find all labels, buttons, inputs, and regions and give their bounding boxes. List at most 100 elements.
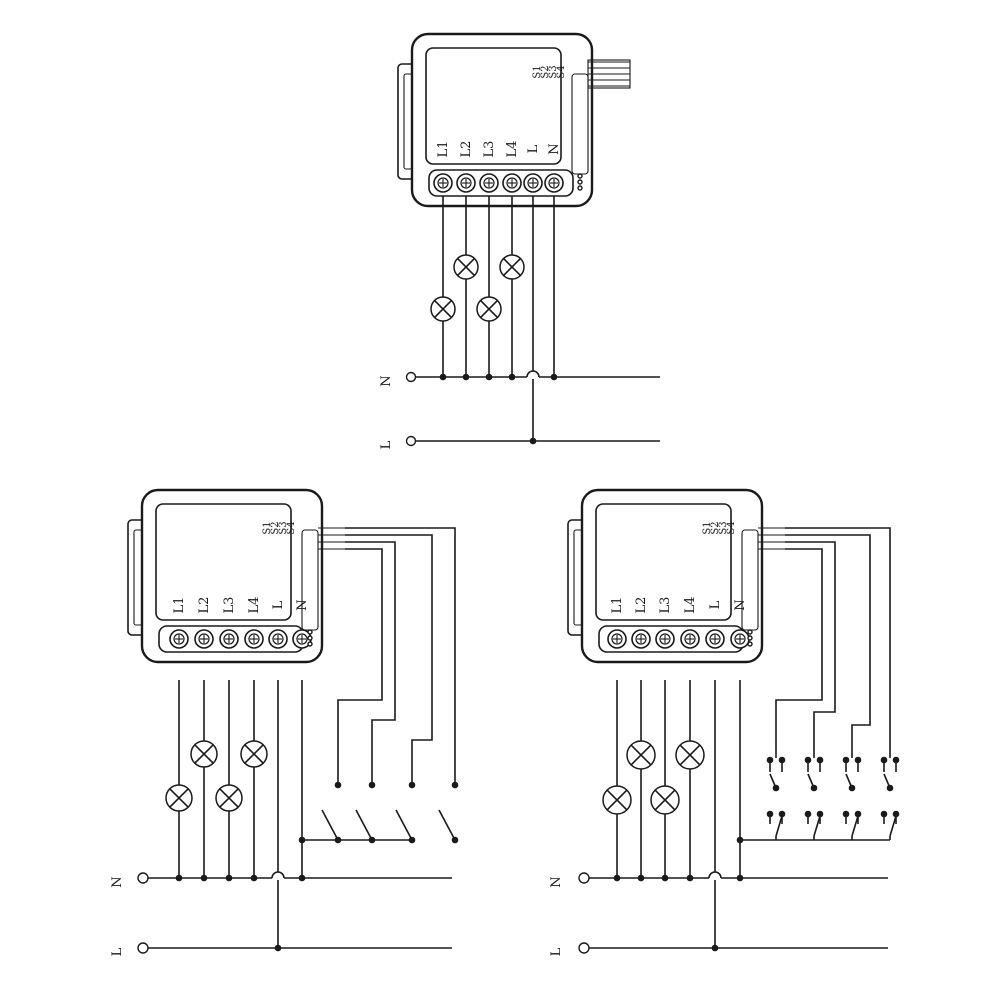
two-way-switch: [804, 756, 824, 837]
module-face: [425, 47, 562, 165]
junction-dot: [613, 874, 621, 882]
module-face: [155, 503, 292, 621]
switch-input-label: S3: [278, 521, 289, 534]
junction-dot: [661, 874, 669, 882]
terminal-label: L1: [610, 597, 625, 614]
junction-dot: [175, 874, 183, 882]
switch-blade: [395, 809, 413, 841]
indicator-led: [747, 635, 753, 641]
lamp-cross: [219, 788, 239, 808]
toggle-switches: [298, 781, 459, 844]
lamp: [650, 785, 680, 815]
junction-dot: [408, 781, 416, 789]
lamp: [190, 740, 218, 768]
load-wires: [602, 680, 744, 952]
switch-blade: [889, 815, 897, 837]
lamp-cross: [679, 744, 701, 766]
junction-dot: [550, 373, 558, 381]
junction-dot: [485, 373, 493, 381]
lamp: [602, 785, 632, 815]
indicator-led: [577, 173, 583, 179]
junction-dot: [334, 781, 342, 789]
switch-input-label: S3: [718, 521, 729, 534]
junction-dot: [200, 874, 208, 882]
neutral-label: N: [110, 876, 125, 887]
lamp: [240, 740, 268, 768]
junction-dot: [637, 874, 645, 882]
two-way-switch: [880, 756, 900, 837]
live-label: L: [110, 947, 125, 956]
switch-input-label: S1: [702, 521, 713, 534]
switch-wire-S3: [345, 534, 433, 785]
terminal-label: L1: [172, 597, 187, 614]
terminal-screw: [631, 629, 651, 649]
two-way-switch: [766, 756, 786, 837]
live-terminal: [137, 942, 149, 954]
terminal-screw: [730, 629, 750, 649]
indicator-led: [307, 629, 313, 635]
neutral-terminal: [405, 371, 417, 383]
switch-blade: [851, 815, 859, 837]
terminal-label: L: [708, 600, 723, 609]
lamp: [476, 296, 502, 322]
toggle-switch: [395, 781, 416, 844]
terminal-label: L3: [658, 597, 673, 614]
switch-wire-S4: [785, 527, 891, 745]
terminal-screw: [292, 629, 312, 649]
terminal-label: L4: [683, 597, 698, 614]
switch-input-label: S4: [726, 521, 737, 534]
junction-dot: [368, 781, 376, 789]
terminal-label: L: [271, 600, 286, 609]
supply-rails: NL: [110, 871, 452, 956]
junction-dot: [810, 784, 818, 792]
neutral-label: N: [549, 876, 564, 887]
wire-crossover: [526, 370, 540, 378]
terminal-screw: [705, 629, 725, 649]
terminal-screw: [607, 629, 627, 649]
terminal-label: L4: [247, 597, 262, 614]
two-way-switch: [842, 756, 862, 837]
terminal-screw: [680, 629, 700, 649]
switch-blade: [321, 809, 339, 841]
terminal-screw: [219, 629, 239, 649]
lamp-cross: [480, 300, 498, 318]
cable-bundle: [587, 59, 631, 89]
junction-dot: [529, 437, 537, 445]
lamp: [430, 296, 456, 322]
switch-input-label: S2: [540, 65, 551, 78]
lamp: [675, 740, 705, 770]
junction-dot: [886, 784, 894, 792]
terminal-screw: [194, 629, 214, 649]
lamp-cross: [630, 744, 652, 766]
switch-wires: [740, 527, 891, 841]
lamp-cross: [503, 258, 521, 276]
toggle-switch: [355, 781, 376, 844]
terminal-screw: [479, 173, 499, 193]
junction-dot: [451, 781, 459, 789]
lamp-cross: [654, 789, 676, 811]
terminal-label: L2: [197, 597, 212, 614]
switch-input-label: S1: [532, 65, 543, 78]
switch-input-label: S2: [710, 521, 721, 534]
indicator-led: [577, 179, 583, 185]
terminal-label: L3: [222, 597, 237, 614]
switch-wire-S2: [785, 541, 836, 745]
terminal-label: L1: [436, 141, 451, 158]
indicator-led: [307, 635, 313, 641]
indicator-led: [307, 641, 313, 647]
terminal-label: L2: [459, 141, 474, 158]
junction-dot: [225, 874, 233, 882]
terminal-screw: [244, 629, 264, 649]
switch-wire-S1: [337, 548, 383, 785]
lamp-cross: [169, 788, 189, 808]
switch-wire-S4: [345, 527, 456, 785]
lamp: [499, 254, 525, 280]
terminal-screw: [268, 629, 288, 649]
junction-dot: [439, 373, 447, 381]
junction-dot: [686, 874, 694, 882]
junction-dot: [462, 373, 470, 381]
